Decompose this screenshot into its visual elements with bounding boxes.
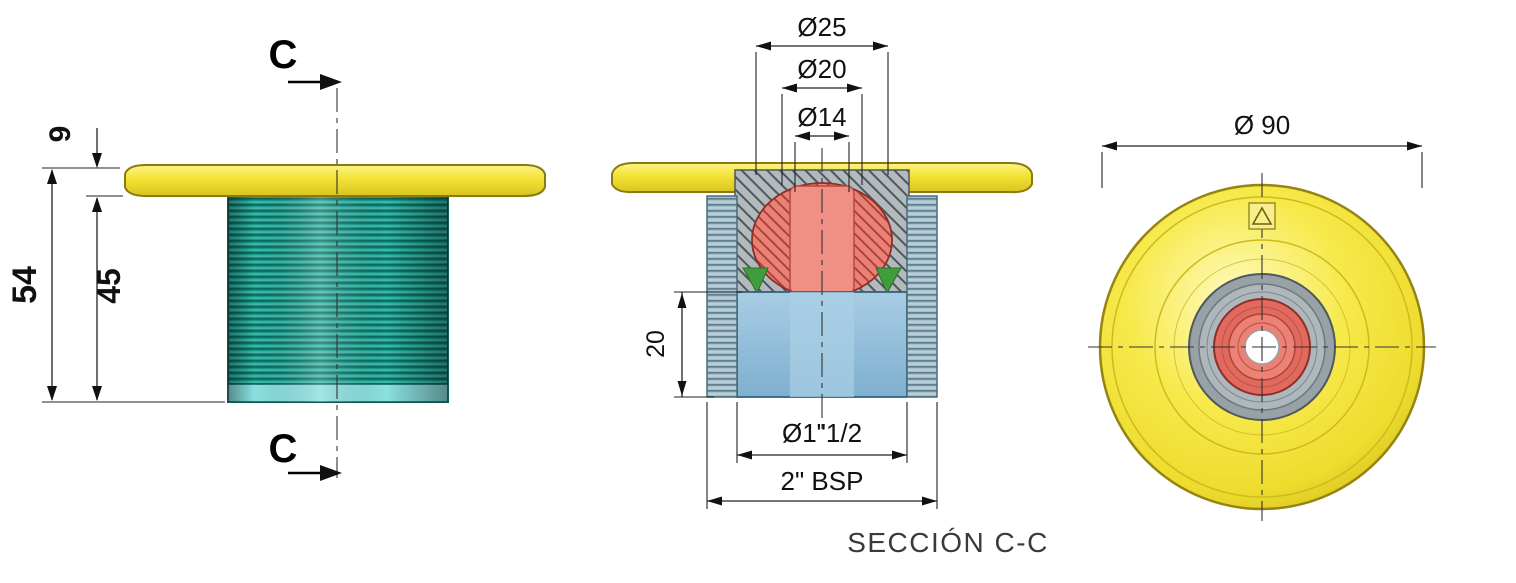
dim-d25-label: Ø25 bbox=[797, 12, 846, 42]
side-view: C C 54 45 9 bbox=[6, 33, 546, 481]
dim9-label: 9 bbox=[44, 126, 77, 143]
dim-bsp-arrow-right bbox=[922, 496, 937, 506]
side-flange bbox=[124, 164, 546, 197]
dim45-arrow-bottom bbox=[92, 386, 102, 401]
dim-d90-label: Ø 90 bbox=[1234, 110, 1290, 140]
side-body-shading bbox=[228, 196, 448, 402]
dim54-label: 54 bbox=[6, 266, 44, 304]
dim-d20-arrow-right bbox=[847, 83, 862, 93]
dim-d14-arrow-right bbox=[834, 131, 849, 141]
dim-bore-label: Ø1"1/2 bbox=[782, 418, 862, 448]
sec-thread-wall-left bbox=[706, 195, 738, 398]
material-mark-icon bbox=[1248, 202, 1276, 230]
dim54-arrow-top bbox=[47, 169, 57, 184]
dim-d90-arrow-left bbox=[1102, 141, 1117, 151]
section-letter-bottom: C bbox=[269, 427, 298, 471]
dim9-arrow bbox=[92, 153, 102, 168]
section-arrow-top bbox=[320, 74, 342, 90]
section-letter-top: C bbox=[269, 33, 298, 77]
dim-20-arrow-top bbox=[677, 293, 687, 308]
section-view: Ø25 Ø20 Ø14 20 Ø1"1/2 2" bbox=[611, 12, 1033, 509]
dim-d90-arrow-right bbox=[1407, 141, 1422, 151]
dim-20-label: 20 bbox=[642, 330, 670, 358]
sec-seal-left bbox=[742, 267, 769, 295]
dim-bsp-label: 2" BSP bbox=[781, 466, 864, 496]
dim-20-arrow-bottom bbox=[677, 381, 687, 396]
sec-seal-right bbox=[875, 267, 902, 295]
dim-d14-label: Ø14 bbox=[797, 102, 846, 132]
section-caption: SECCIÓN C-C bbox=[847, 527, 1049, 558]
dim-bsp-arrow-left bbox=[707, 496, 722, 506]
dim-bore-arrow-left bbox=[737, 450, 752, 460]
front-view: Ø 90 bbox=[1088, 110, 1436, 521]
dim45-arrow-top bbox=[92, 197, 102, 212]
dim-bore-arrow-right bbox=[892, 450, 907, 460]
dim-d25-arrow-left bbox=[756, 41, 771, 51]
dim-d14-arrow-left bbox=[795, 131, 810, 141]
section-arrow-bottom bbox=[320, 465, 342, 481]
dim45-label: 45 bbox=[91, 268, 127, 304]
sec-thread-wall-right bbox=[906, 195, 938, 398]
dim-d25-arrow-right bbox=[873, 41, 888, 51]
dim-d20-label: Ø20 bbox=[797, 54, 846, 84]
dim-d20-arrow-left bbox=[782, 83, 797, 93]
dim54-arrow-bottom bbox=[47, 386, 57, 401]
